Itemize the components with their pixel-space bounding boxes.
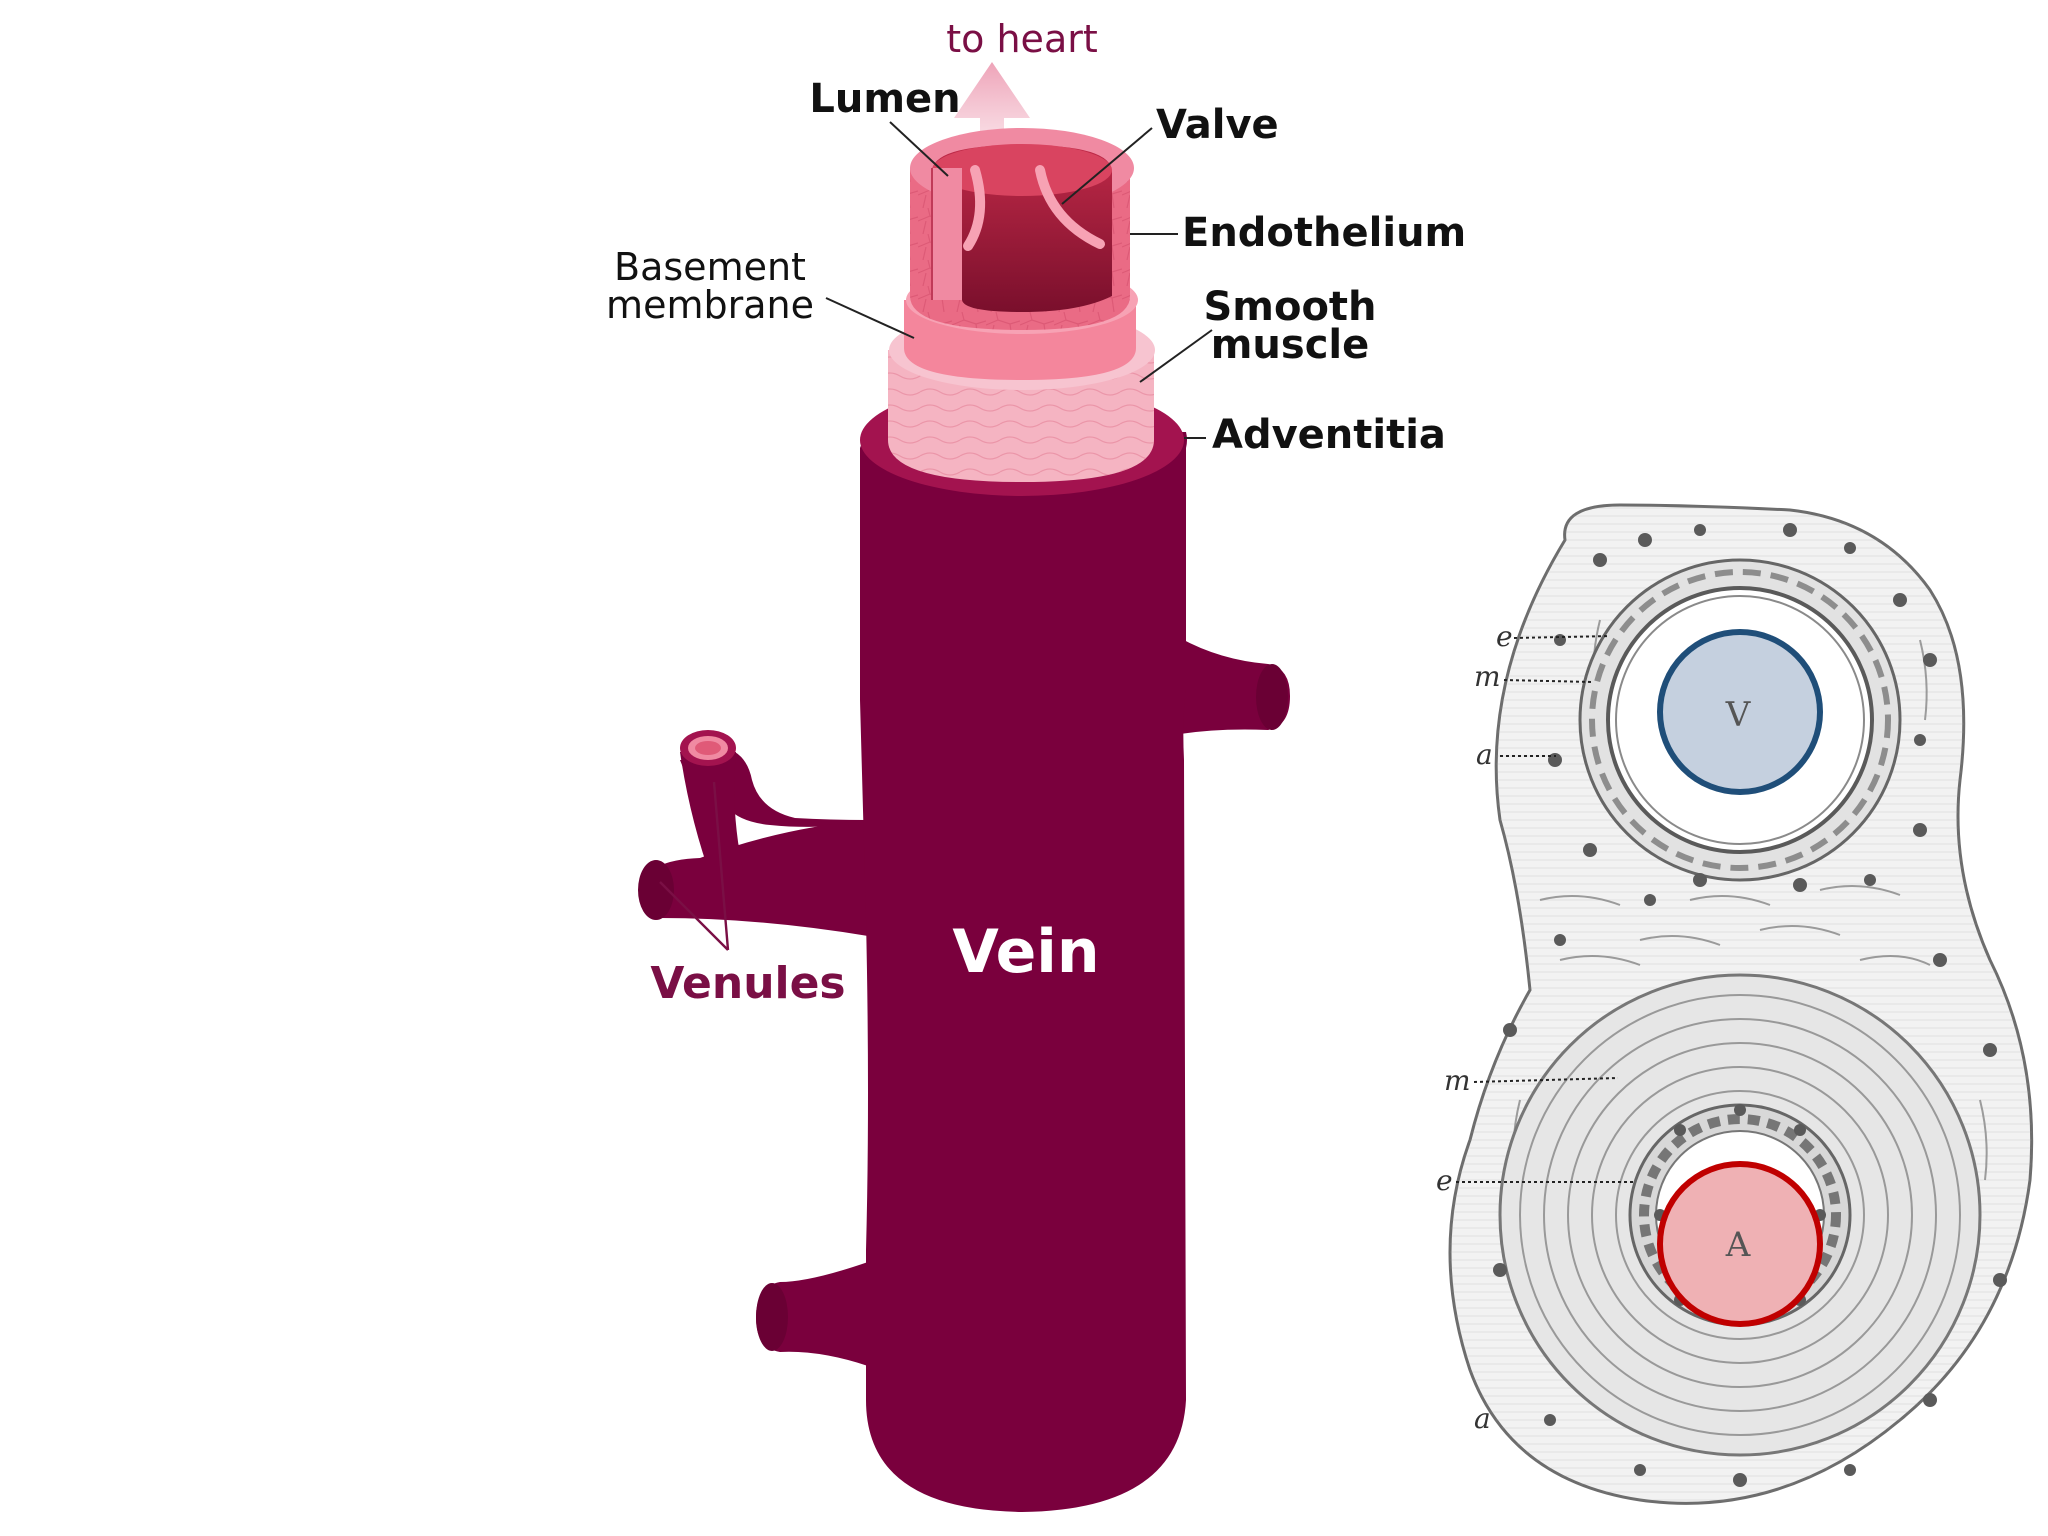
leader-lumen <box>889 121 949 177</box>
vein-a-label: a <box>1476 738 1493 771</box>
open-venule <box>680 730 744 880</box>
valve-leaflets <box>963 165 1105 251</box>
label-basement-2: membrane <box>606 283 814 327</box>
label-adventitia: Adventitia <box>1212 412 1446 458</box>
artery-letter: A <box>1725 1225 1751 1265</box>
artery-a-label: a <box>1474 1402 1491 1435</box>
flow-label: to heart <box>946 17 1098 61</box>
label-smooth-2: muscle <box>1211 322 1370 368</box>
artery-lumen-marker <box>1657 1161 1823 1327</box>
artery-m-label: m <box>1444 1064 1471 1097</box>
label-lumen: Lumen <box>809 76 960 122</box>
vein-illustration <box>638 62 1290 1512</box>
leader-basement <box>825 297 915 339</box>
label-basement-1: Basement <box>614 245 806 289</box>
artery-e-label: e <box>1436 1164 1453 1197</box>
leader-valve <box>1061 127 1153 205</box>
cell-nuclei <box>1493 523 2007 1487</box>
label-venules: Venules <box>650 958 845 1009</box>
vein-labels: to heart Lumen Valve Endothelium Basemen… <box>606 17 1466 1009</box>
vein-letter: V <box>1725 695 1752 735</box>
vein-m-label: m <box>1474 660 1501 693</box>
label-valve: Valve <box>1156 102 1279 148</box>
vein-lumen-marker <box>1657 629 1823 795</box>
vein-e-label: e <box>1496 620 1513 653</box>
label-smooth-1: Smooth <box>1203 284 1376 330</box>
leader-smooth <box>1139 329 1213 383</box>
to-heart-arrow <box>954 62 1030 160</box>
label-endothelium: Endothelium <box>1182 210 1466 256</box>
venule-branches <box>638 638 1290 1366</box>
histology-layer-labels: e m a m e a <box>1436 620 1634 1435</box>
histology-section: V A e m a m e a <box>1436 503 2034 1505</box>
leader-venules <box>659 781 730 951</box>
endothelium-tube <box>910 128 1134 330</box>
label-vein: Vein <box>952 917 1099 987</box>
